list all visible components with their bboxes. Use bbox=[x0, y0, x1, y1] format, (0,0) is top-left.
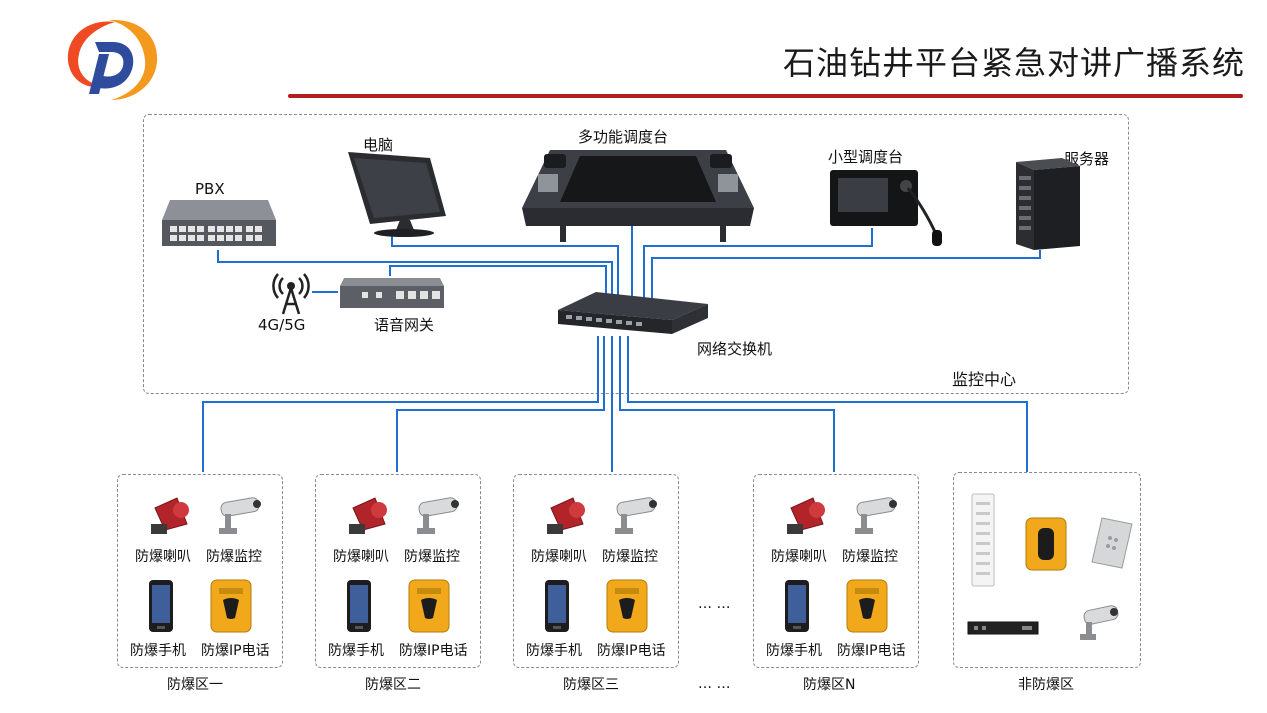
explosion-proof-ip-phone-icon bbox=[845, 578, 889, 634]
zone-item-label: 防爆喇叭 bbox=[531, 549, 587, 565]
zone-item-label: 防爆喇叭 bbox=[771, 549, 827, 565]
antenna-icon bbox=[268, 266, 314, 316]
dispatch-console bbox=[520, 144, 756, 244]
pbx-label: PBX bbox=[195, 180, 225, 198]
zone-name-label: 防爆区一 bbox=[167, 677, 223, 693]
ellipsis-middle: … … bbox=[698, 596, 731, 612]
explosion-proof-camera-icon bbox=[849, 494, 899, 538]
title-divider bbox=[288, 94, 1243, 98]
zone-item-label: 防爆监控 bbox=[404, 549, 460, 565]
explosion-proof-ip-phone-icon bbox=[605, 578, 649, 634]
wall-panel-icon bbox=[1088, 516, 1134, 570]
zone-item-label: 防爆IP电话 bbox=[597, 643, 666, 659]
small-console-label: 小型调度台 bbox=[828, 148, 904, 166]
explosion-proof-phone-icon bbox=[783, 578, 811, 634]
non-explosion-zone bbox=[953, 472, 1141, 668]
zone-item-label: 防爆IP电话 bbox=[201, 643, 270, 659]
explosion-proof-camera-icon bbox=[411, 494, 461, 538]
zone-item-label: 防爆监控 bbox=[842, 549, 898, 565]
small-console bbox=[828, 168, 948, 248]
column-speaker-icon bbox=[968, 492, 998, 588]
page-title: 石油钻井平台紧急对讲广播系统 bbox=[782, 44, 1245, 82]
explosion-proof-phone-icon bbox=[345, 578, 373, 634]
zone-name-label: 防爆区三 bbox=[563, 677, 619, 693]
zone-item-label: 防爆喇叭 bbox=[135, 549, 191, 565]
voice-gateway bbox=[338, 276, 446, 310]
explosion-proof-camera-icon bbox=[213, 494, 263, 538]
zone-item-label: 防爆监控 bbox=[602, 549, 658, 565]
computer-label: 电脑 bbox=[363, 136, 394, 154]
monitor-center-zone bbox=[143, 114, 1129, 394]
server-label: 服务器 bbox=[1064, 150, 1110, 168]
company-logo bbox=[55, 14, 165, 106]
camera-icon bbox=[1076, 604, 1120, 642]
non-explosion-zone-label: 非防爆区 bbox=[1018, 677, 1074, 693]
zone-name-label: 防爆区二 bbox=[365, 677, 421, 693]
zone-item-label: 防爆手机 bbox=[766, 643, 822, 659]
explosion-proof-phone-icon bbox=[543, 578, 571, 634]
explosion-zone-box bbox=[117, 474, 283, 668]
computer-monitor bbox=[344, 150, 450, 240]
explosion-proof-phone-icon bbox=[147, 578, 175, 634]
explosion-proof-ip-phone-icon bbox=[407, 578, 451, 634]
explosion-proof-ip-phone-icon bbox=[209, 578, 253, 634]
zone-item-label: 防爆IP电话 bbox=[837, 643, 906, 659]
explosion-zone-box bbox=[753, 474, 919, 668]
zone-item-label: 防爆手机 bbox=[130, 643, 186, 659]
zone-item-label: 防爆手机 bbox=[328, 643, 384, 659]
explosion-proof-horn-icon bbox=[147, 494, 191, 538]
explosion-proof-camera-icon bbox=[609, 494, 659, 538]
rack-amplifier-icon bbox=[966, 620, 1040, 636]
voice-gateway-label: 语音网关 bbox=[374, 316, 435, 334]
zone-item-label: 防爆IP电话 bbox=[399, 643, 468, 659]
explosion-proof-horn-icon bbox=[345, 494, 389, 538]
explosion-zone-box bbox=[513, 474, 679, 668]
yellow-phone-icon bbox=[1022, 516, 1070, 572]
switch-label: 网络交换机 bbox=[697, 340, 773, 358]
explosion-zone-box bbox=[315, 474, 481, 668]
zone-item-label: 防爆监控 bbox=[206, 549, 262, 565]
zone-item-label: 防爆手机 bbox=[526, 643, 582, 659]
explosion-proof-horn-icon bbox=[783, 494, 827, 538]
pbx-device bbox=[160, 198, 278, 250]
zone-name-label: 防爆区N bbox=[803, 677, 856, 693]
zone-item-label: 防爆喇叭 bbox=[333, 549, 389, 565]
ellipsis-bottom: … … bbox=[698, 676, 731, 692]
antenna-label: 4G/5G bbox=[258, 316, 306, 334]
network-switch bbox=[556, 290, 710, 338]
explosion-proof-horn-icon bbox=[543, 494, 587, 538]
dispatch-console-label: 多功能调度台 bbox=[578, 128, 669, 146]
monitor-center-label: 监控中心 bbox=[952, 370, 1017, 389]
server-tower bbox=[1012, 156, 1082, 252]
